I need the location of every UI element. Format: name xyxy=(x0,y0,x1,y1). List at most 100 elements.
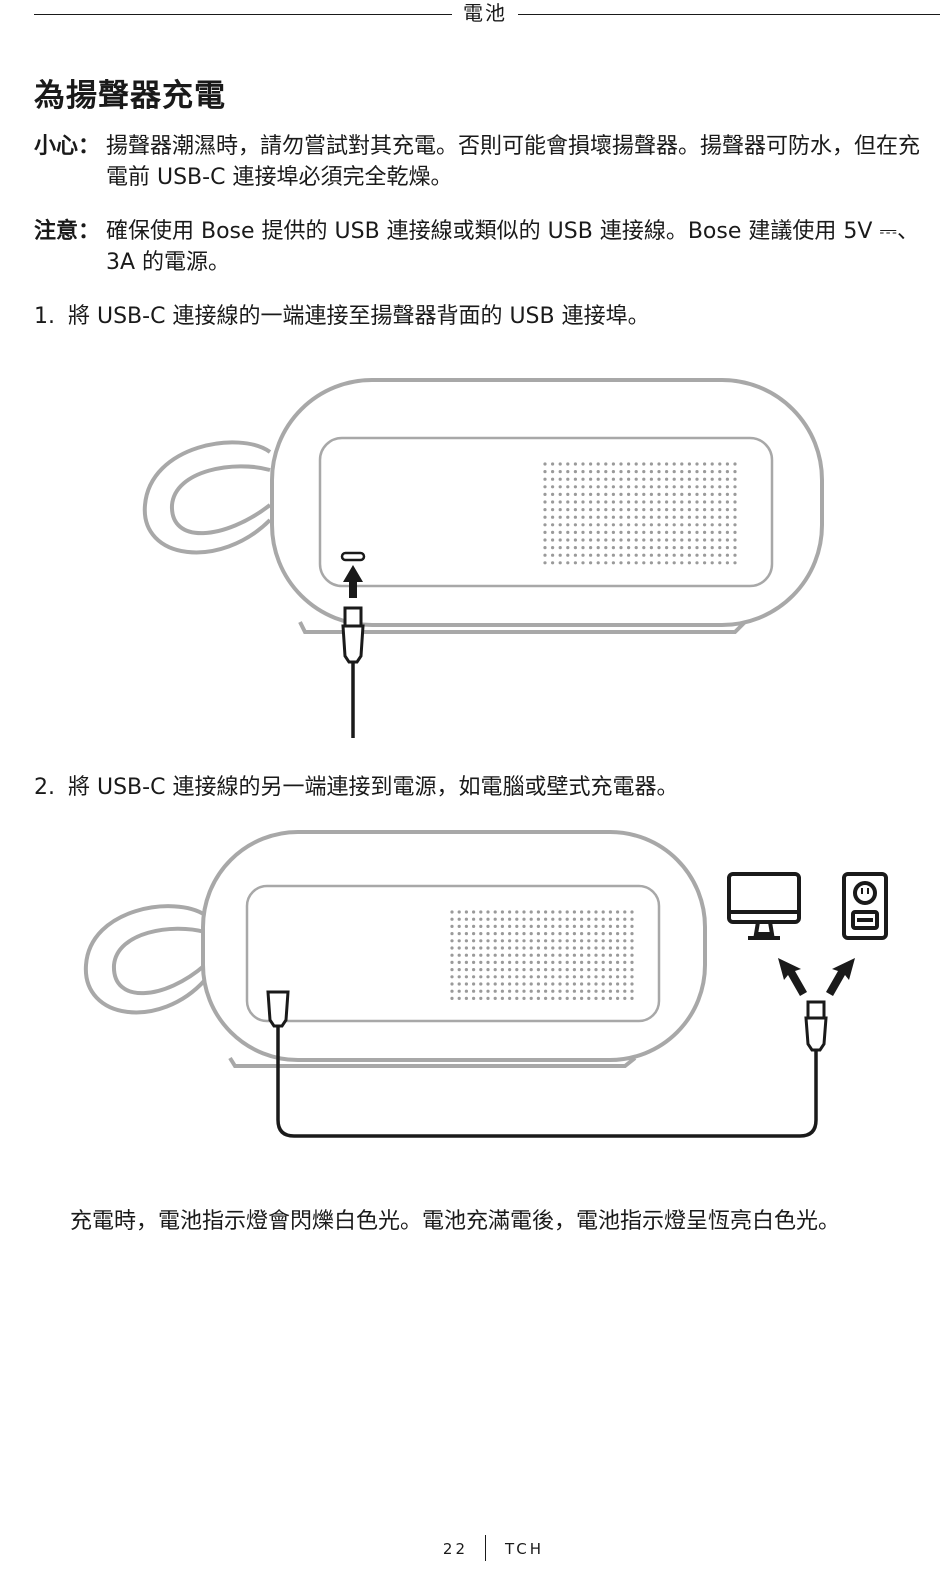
grille-dot xyxy=(703,485,707,489)
grille-dot xyxy=(611,485,616,489)
grille-dot xyxy=(486,989,490,993)
grille-dot xyxy=(543,530,547,534)
grille-dot xyxy=(596,500,600,504)
grille-dot xyxy=(543,492,547,496)
grille-dot xyxy=(522,968,526,972)
grille-dot xyxy=(665,515,669,519)
grille-dot xyxy=(665,477,669,481)
grille-dot xyxy=(733,470,737,474)
grille-dot xyxy=(536,939,541,943)
usb-c-plug-icon xyxy=(341,606,365,664)
grille-dot xyxy=(551,500,555,504)
grille-dot xyxy=(558,910,562,914)
grille-dot xyxy=(604,485,608,489)
grille-dot xyxy=(619,561,623,565)
grille-dot xyxy=(596,462,600,466)
grille-dot xyxy=(566,553,570,557)
grille-dot xyxy=(486,939,490,943)
grille-dot xyxy=(594,924,598,928)
grille-dot xyxy=(573,553,578,557)
grille-dot xyxy=(634,477,638,481)
grille-dot xyxy=(616,989,620,993)
grille-dot xyxy=(493,989,497,993)
grille-dot xyxy=(457,968,461,972)
grille-dot xyxy=(680,561,684,565)
grille-dot xyxy=(479,989,483,993)
grille-dot xyxy=(657,538,661,542)
grille-dot xyxy=(611,546,616,550)
grille-dot xyxy=(580,982,584,986)
grille-dot xyxy=(581,546,585,550)
grille-dot xyxy=(580,975,584,979)
grille-dot xyxy=(500,924,504,928)
grille-dot xyxy=(486,932,490,936)
grille-dot xyxy=(580,932,584,936)
grille-dot xyxy=(718,523,722,527)
grille-dot xyxy=(608,975,613,979)
grille-dot xyxy=(558,968,562,972)
grille-dot xyxy=(508,968,512,972)
grille-dot xyxy=(672,470,676,474)
grille-dot xyxy=(580,917,584,921)
grille-dot xyxy=(580,968,584,972)
grille-dot xyxy=(558,953,562,957)
grille-dot xyxy=(587,924,591,928)
grille-dot xyxy=(464,982,468,986)
grille-dot xyxy=(572,975,577,979)
grille-dot xyxy=(573,561,578,565)
grille-dot xyxy=(687,492,692,496)
grille-dot xyxy=(630,924,634,928)
grille-dot xyxy=(543,462,547,466)
header-rule-right xyxy=(518,14,940,15)
grille-dot xyxy=(450,975,454,979)
grille-dot xyxy=(604,523,608,527)
grille-dot xyxy=(551,953,555,957)
grille-dot xyxy=(672,546,676,550)
grille-dot xyxy=(508,917,512,921)
grille-dot xyxy=(733,546,737,550)
grille-dot xyxy=(580,939,584,943)
grille-dot xyxy=(710,546,714,550)
grille-dot xyxy=(566,530,570,534)
grille-dot xyxy=(665,462,669,466)
grille-dot xyxy=(522,982,526,986)
grille-dot xyxy=(573,500,578,504)
grille-dot xyxy=(464,939,468,943)
grille-dot xyxy=(596,530,600,534)
grille-dot xyxy=(596,492,600,496)
grille-dot xyxy=(596,561,600,565)
grille-dot xyxy=(551,523,555,527)
grille-dot xyxy=(695,477,699,481)
grille-dot xyxy=(672,530,676,534)
grille-dot xyxy=(566,462,570,466)
grille-dot xyxy=(665,553,669,557)
grille-dot xyxy=(725,530,730,534)
grille-dot xyxy=(450,996,454,1000)
grille-dot xyxy=(581,470,585,474)
step-1: 1.將 USB-C 連接線的一端連接至揚聲器背面的 USB 連接埠。 xyxy=(34,301,650,332)
grille-dot xyxy=(522,996,526,1000)
grille-dot xyxy=(536,982,541,986)
grille-dot xyxy=(589,477,593,481)
grille-dot xyxy=(551,485,555,489)
grille-dot xyxy=(573,530,578,534)
grille-dot xyxy=(703,462,707,466)
grille-dot xyxy=(665,508,669,512)
grille-dot xyxy=(558,946,562,950)
grille-dot xyxy=(718,492,722,496)
grille-dot xyxy=(665,492,669,496)
grille-dot xyxy=(718,470,722,474)
grille-dot xyxy=(457,996,461,1000)
grille-dot xyxy=(566,515,570,519)
grille-dot xyxy=(623,924,627,928)
grille-dot xyxy=(558,515,562,519)
grille-dot xyxy=(580,946,584,950)
grille-dot xyxy=(457,946,461,950)
grille-dot xyxy=(718,530,722,534)
header-rule-left xyxy=(34,14,452,15)
grille-dot xyxy=(710,470,714,474)
grille-dot xyxy=(581,523,585,527)
grille-dot xyxy=(493,917,497,921)
grille-dot xyxy=(642,561,646,565)
grille-dot xyxy=(657,508,661,512)
